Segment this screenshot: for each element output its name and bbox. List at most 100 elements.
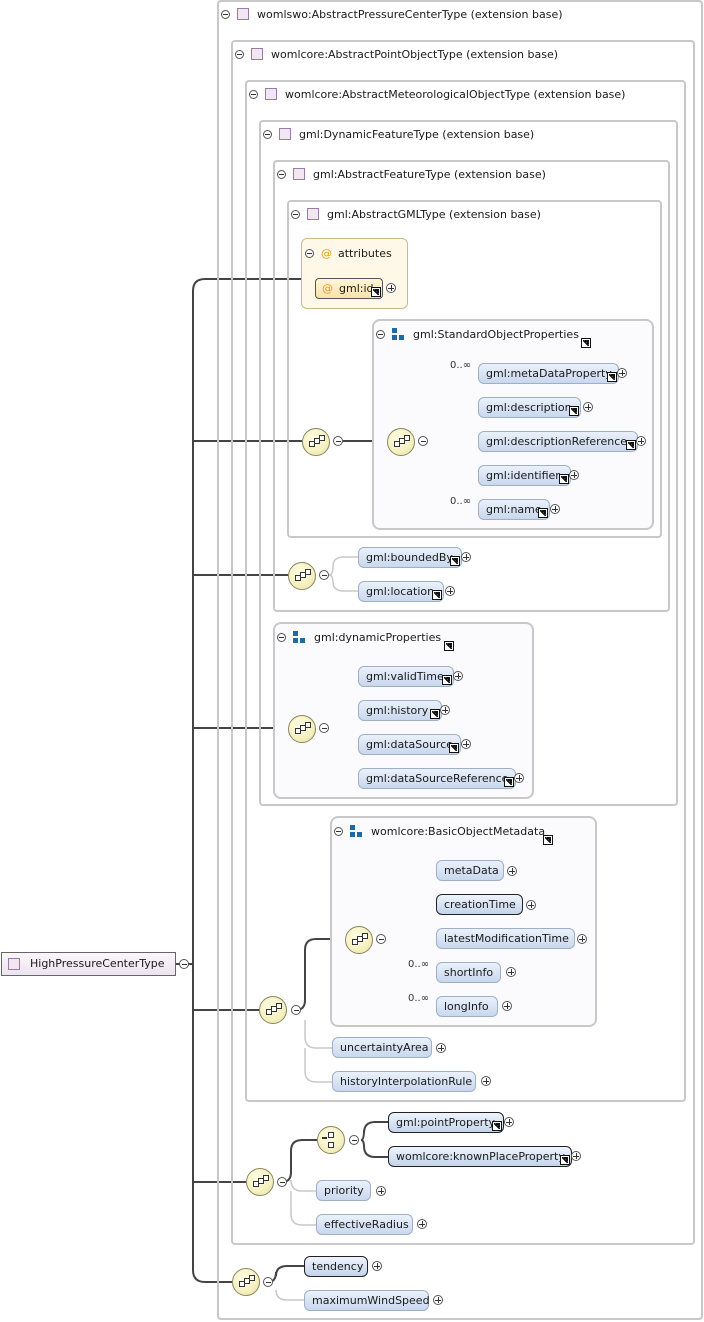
type-header-pressure-center[interactable]: womlswo:AbstractPressureCenterType (exte…	[221, 6, 563, 22]
element-history-interpolation-rule[interactable]: historyInterpolationRule	[332, 1071, 476, 1092]
type-link-icon[interactable]	[492, 1121, 502, 1131]
expand-icon[interactable]	[461, 739, 471, 749]
collapse-icon[interactable]	[221, 9, 230, 19]
expand-icon[interactable]	[440, 705, 450, 715]
sequence-compositor-icon[interactable]	[387, 428, 415, 456]
type-link-icon[interactable]	[430, 709, 440, 719]
expand-icon[interactable]	[445, 586, 455, 596]
expand-icon[interactable]	[571, 1151, 581, 1161]
expand-icon[interactable]	[417, 1219, 427, 1229]
sequence-compositor-icon[interactable]	[345, 926, 373, 954]
collapse-icon[interactable]	[291, 209, 300, 219]
collapse-icon[interactable]	[235, 49, 244, 59]
expand-icon[interactable]	[526, 900, 536, 910]
group-link-icon[interactable]	[543, 835, 553, 845]
root-type-box[interactable]: HighPressureCenterType	[1, 952, 176, 976]
sequence-compositor-icon[interactable]	[302, 428, 330, 456]
expand-icon[interactable]	[583, 402, 593, 412]
type-link-icon[interactable]	[450, 556, 460, 566]
type-header-abstract-feature[interactable]: gml:AbstractFeatureType (extension base)	[277, 166, 546, 182]
element-point-property[interactable]: gml:pointProperty	[388, 1112, 504, 1133]
type-link-icon[interactable]	[432, 590, 442, 600]
choice-compositor-icon[interactable]	[317, 1126, 345, 1154]
expand-icon[interactable]	[481, 1076, 491, 1086]
element-description[interactable]: gml:description	[478, 397, 581, 418]
group-header-basic-object-metadata[interactable]: womlcore:BasicObjectMetadata	[334, 823, 545, 839]
collapse-icon[interactable]	[263, 129, 272, 139]
element-known-place-property[interactable]: womlcore:knownPlaceProperty	[388, 1146, 572, 1167]
expand-icon[interactable]	[372, 1261, 382, 1271]
sequence-compositor-icon[interactable]	[246, 1168, 274, 1196]
expand-icon[interactable]	[507, 866, 517, 876]
element-effective-radius[interactable]: effectiveRadius	[316, 1214, 413, 1235]
attributes-header[interactable]: @ attributes	[305, 245, 392, 261]
element-short-info[interactable]: shortInfo	[436, 962, 501, 983]
collapse-icon[interactable]	[179, 959, 189, 969]
collapse-icon[interactable]	[277, 169, 286, 179]
element-metadata-property[interactable]: gml:metaDataProperty	[478, 363, 619, 384]
expand-icon[interactable]	[502, 1001, 512, 1011]
element-latest-modification-time[interactable]: latestModificationTime	[436, 928, 575, 949]
expand-icon[interactable]	[550, 504, 560, 514]
collapse-icon[interactable]	[334, 826, 343, 836]
type-link-icon[interactable]	[371, 287, 381, 297]
expand-icon[interactable]	[433, 1295, 443, 1305]
collapse-icon[interactable]	[277, 632, 286, 642]
element-data-source[interactable]: gml:dataSource	[358, 734, 461, 755]
element-long-info[interactable]: longInfo	[436, 996, 498, 1017]
type-link-icon[interactable]	[538, 508, 548, 518]
type-header-meteorological-object[interactable]: womlcore:AbstractMeteorologicalObjectTyp…	[249, 86, 625, 102]
element-metadata[interactable]: metaData	[436, 860, 504, 881]
element-tendency[interactable]: tendency	[304, 1256, 368, 1277]
collapse-icon[interactable]	[418, 436, 428, 446]
type-link-icon[interactable]	[449, 743, 459, 753]
expand-icon[interactable]	[386, 283, 396, 293]
element-priority[interactable]: priority	[316, 1180, 371, 1201]
element-history[interactable]: gml:history	[358, 700, 442, 721]
element-bounded-by[interactable]: gml:boundedBy	[358, 547, 462, 568]
sequence-compositor-icon[interactable]	[288, 715, 316, 743]
collapse-icon[interactable]	[349, 1135, 359, 1145]
element-maximum-wind-speed[interactable]: maximumWindSpeed	[304, 1290, 430, 1311]
expand-icon[interactable]	[461, 552, 471, 562]
expand-icon[interactable]	[569, 470, 579, 480]
collapse-icon[interactable]	[249, 89, 258, 99]
element-creation-time[interactable]: creationTime	[436, 894, 523, 915]
type-header-dynamic-feature[interactable]: gml:DynamicFeatureType (extension base)	[263, 126, 534, 142]
group-header-standard-object-properties[interactable]: gml:StandardObjectProperties	[376, 326, 579, 342]
collapse-icon[interactable]	[376, 934, 386, 944]
element-data-source-reference[interactable]: gml:dataSourceReference	[358, 768, 516, 789]
expand-icon[interactable]	[636, 436, 646, 446]
group-header-dynamic-properties[interactable]: gml:dynamicProperties	[277, 629, 441, 645]
expand-icon[interactable]	[436, 1043, 446, 1053]
group-link-icon[interactable]	[444, 641, 454, 651]
type-header-point-object[interactable]: womlcore:AbstractPointObjectType (extens…	[235, 46, 558, 62]
expand-icon[interactable]	[617, 368, 627, 378]
expand-icon[interactable]	[504, 1117, 514, 1127]
expand-icon[interactable]	[577, 934, 587, 944]
collapse-icon[interactable]	[277, 1177, 287, 1187]
type-header-abstract-gml[interactable]: gml:AbstractGMLType (extension base)	[291, 206, 541, 222]
type-link-icon[interactable]	[560, 1155, 570, 1165]
expand-icon[interactable]	[506, 967, 516, 977]
collapse-icon[interactable]	[305, 248, 314, 258]
type-link-icon[interactable]	[504, 777, 514, 787]
collapse-icon[interactable]	[291, 1005, 301, 1015]
type-link-icon[interactable]	[559, 474, 569, 484]
group-link-icon[interactable]	[581, 338, 591, 348]
type-link-icon[interactable]	[626, 440, 636, 450]
element-description-reference[interactable]: gml:descriptionReference	[478, 431, 638, 452]
sequence-compositor-icon[interactable]	[259, 996, 287, 1024]
expand-icon[interactable]	[453, 671, 463, 681]
collapse-icon[interactable]	[263, 1277, 273, 1287]
element-name[interactable]: gml:name	[478, 499, 550, 520]
sequence-compositor-icon[interactable]	[288, 562, 316, 590]
type-link-icon[interactable]	[442, 675, 452, 685]
collapse-icon[interactable]	[333, 436, 343, 446]
expand-icon[interactable]	[514, 773, 524, 783]
element-valid-time[interactable]: gml:validTime	[358, 666, 454, 687]
type-link-icon[interactable]	[607, 372, 617, 382]
collapse-icon[interactable]	[319, 570, 329, 580]
element-identifier[interactable]: gml:identifier	[478, 465, 571, 486]
collapse-icon[interactable]	[376, 329, 385, 339]
